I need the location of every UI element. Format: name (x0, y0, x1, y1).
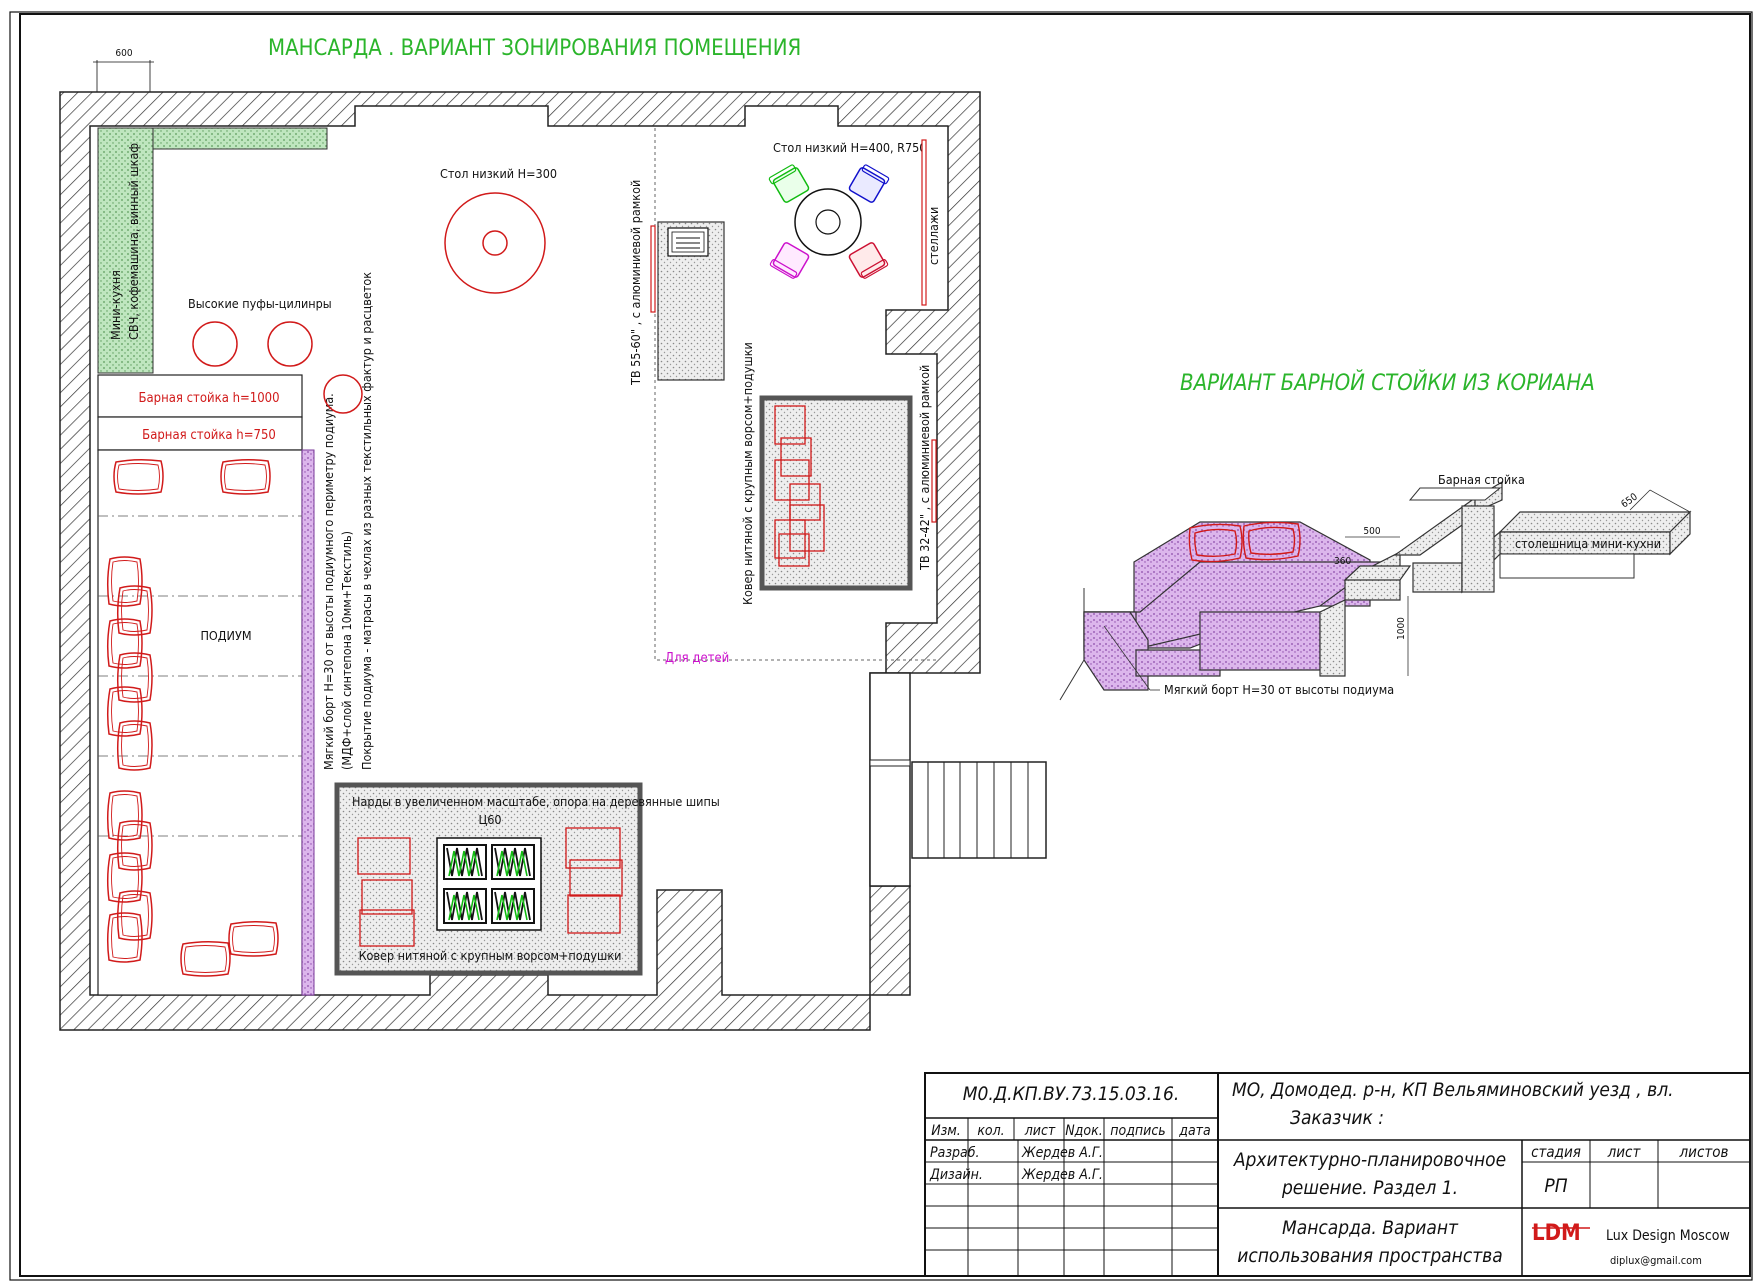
svg-text:дата: дата (1178, 1123, 1210, 1139)
svg-text:кол.: кол. (977, 1123, 1004, 1139)
svg-text:Мансарда. Вариант: Мансарда. Вариант (1282, 1217, 1459, 1239)
svg-text:Нарды в увеличенном масштабе,: Нарды в увеличенном масштабе, опора на д… (352, 794, 720, 809)
project-code: М0.Д.КП.ВУ.73.15.03.16. (963, 1083, 1180, 1105)
bar-detail-drawing: 500 360 650 1000 Барная стойка столешниц… (1059, 472, 1692, 701)
svg-text:Барная стойка h=750: Барная стойка h=750 (142, 428, 276, 443)
stair-landing (869, 672, 1047, 887)
title-block: М0.Д.КП.ВУ.73.15.03.16. МО, Домодед. р-н… (924, 1072, 1751, 1277)
svg-text:Стол низкий Н=300: Стол низкий Н=300 (440, 166, 557, 181)
bar-counter-750: Барная стойка h=750 (97, 416, 303, 451)
podium: ПОДИУМ (97, 449, 315, 996)
svg-text:стеллажи: стеллажи (926, 207, 941, 265)
svg-text:Жердев А.Г.: Жердев А.Г. (1021, 1145, 1103, 1161)
svg-text:500: 500 (1363, 526, 1380, 537)
svg-text:Мягкий борт Н=30 от высоты под: Мягкий борт Н=30 от высоты подиума (1164, 682, 1394, 697)
tv-32-42: ТВ 32-42" , с алюминиевой рамкой (917, 365, 937, 571)
svg-text:лист: лист (1024, 1123, 1056, 1139)
svg-text:Барная стойка h=1000: Барная стойка h=1000 (138, 391, 279, 406)
svg-text:Мягкий борт Н=30 от высоты под: Мягкий борт Н=30 от высоты подиумного пе… (321, 393, 336, 770)
svg-text:Мини-кухня: Мини-кухня (108, 270, 123, 340)
dimension-600: 600 (93, 48, 154, 92)
svg-text:Стол низкий Н=400, R750: Стол низкий Н=400, R750 (773, 140, 926, 155)
sheet-inner-frame (19, 13, 1751, 1277)
svg-text:Ковер нитяной с крупным ворсом: Ковер нитяной с крупным ворсом+подушки (740, 342, 755, 605)
svg-text:Архитектурно-планировочное: Архитектурно-планировочное (1233, 1149, 1506, 1171)
svg-text:Lux Design Moscow: Lux Design Moscow (1606, 1228, 1730, 1244)
svg-text:Высокие пуфы-цилинры: Высокие пуфы-цилинры (188, 296, 332, 311)
bar-title: ВАРИАНТ БАРНОЙ СТОЙКИ ИЗ КОРИАНА (1180, 370, 1595, 396)
svg-text:(МДФ+слой синтепона 10мм+Текст: (МДФ+слой синтепона 10мм+Текстиль) (339, 531, 354, 770)
svg-text:ТВ 32-42" , с алюминиевой рамк: ТВ 32-42" , с алюминиевой рамкой (917, 365, 932, 571)
svg-text:Ковер нитяной с крупным ворсом: Ковер нитяной с крупным ворсом+подушки (359, 948, 622, 963)
svg-text:использования пространства: использования пространства (1237, 1245, 1502, 1267)
svg-text:ПОДИУМ: ПОДИУМ (200, 628, 251, 643)
chair-green (768, 164, 810, 203)
svg-text:1000: 1000 (1396, 617, 1407, 640)
svg-text:Жердев А.Г.: Жердев А.Г. (1021, 1167, 1103, 1183)
svg-text:Заказчик :: Заказчик : (1290, 1107, 1384, 1129)
svg-text:ТВ 55-60" , с алюминиевой рамк: ТВ 55-60" , с алюминиевой рамкой (628, 180, 643, 386)
svg-text:650: 650 (1619, 491, 1640, 510)
high-poufs: Высокие пуфы-цилинры (188, 296, 363, 414)
sheet-outer-frame (9, 11, 1753, 1281)
svg-text:600: 600 (115, 48, 132, 59)
svg-text:столешница мини-кухни: столешница мини-кухни (1515, 536, 1661, 551)
svg-text:лист: лист (1607, 1143, 1642, 1161)
svg-text:РП: РП (1544, 1175, 1567, 1197)
tv-stand: ТВ 55-60" , с алюминиевой рамкой (628, 180, 725, 386)
mini-kitchen-counter: Мини-кухня СВЧ, кофемашина, винный шкаф (97, 127, 328, 374)
svg-text:Покрытие подиума - матрасы в ч: Покрытие подиума - матрасы в чехлах из р… (359, 272, 374, 770)
svg-text:подпись: подпись (1110, 1123, 1165, 1139)
svg-text:diplux@gmail.com: diplux@gmail.com (1610, 1254, 1702, 1267)
svg-text:Разраб.: Разраб. (930, 1145, 980, 1161)
svg-text:360: 360 (1334, 556, 1351, 567)
svg-text:решение. Раздел 1.: решение. Раздел 1. (1281, 1177, 1458, 1199)
svg-text:листов: листов (1679, 1143, 1729, 1161)
svg-text:Nдок.: Nдок. (1065, 1123, 1102, 1139)
carpet-bottom: Нарды в увеличенном масштабе, опора на д… (334, 782, 720, 976)
svg-text:Изм.: Изм. (931, 1123, 961, 1139)
chair-red (848, 242, 889, 279)
bar-counter-1000: Барная стойка h=1000 (97, 374, 303, 418)
kids-zone-label: Для детей (665, 651, 729, 666)
kids-zone-boundary (654, 128, 937, 661)
svg-text:Ц60: Ц60 (478, 812, 501, 827)
carpet-right: Ковер нитяной с крупным ворсом+подушки (740, 342, 913, 605)
podium-notes: Мягкий борт Н=30 от высоты подиумного пе… (321, 272, 374, 770)
shelves: стеллажи (921, 139, 941, 306)
low-table-400: Стол низкий Н=400, R750 (773, 140, 926, 256)
svg-text:стадия: стадия (1531, 1143, 1581, 1161)
svg-text:СВЧ, кофемашина, винный шкаф: СВЧ, кофемашина, винный шкаф (126, 143, 141, 340)
svg-text:МО, Домодед. р-н, КП Вельямино: МО, Домодед. р-н, КП Вельяминовский уезд… (1232, 1079, 1674, 1101)
chair-blue (848, 164, 890, 203)
svg-text:Барная стойка: Барная стойка (1438, 472, 1525, 487)
low-table-300: Стол низкий Н=300 (440, 166, 557, 294)
svg-text:Дизайн.: Дизайн. (929, 1167, 983, 1183)
plan-title: МАНСАРДА . ВАРИАНТ ЗОНИРОВАНИЯ ПОМЕЩЕНИЯ (268, 36, 801, 61)
nardy-board (436, 837, 542, 931)
chair-magenta (769, 242, 810, 279)
ldm-logo: LDM (1532, 1221, 1581, 1246)
